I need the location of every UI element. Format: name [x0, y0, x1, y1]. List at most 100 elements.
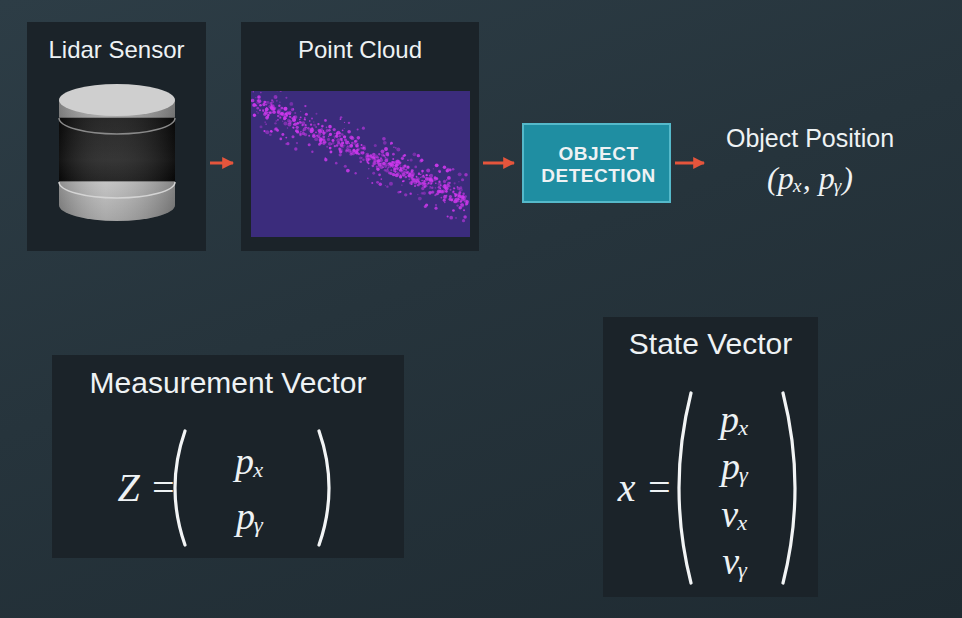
cloud-point — [376, 162, 378, 164]
cloud-point — [315, 126, 317, 128]
cloud-point — [393, 167, 396, 170]
cloud-point — [360, 160, 362, 162]
cloud-point — [456, 200, 459, 203]
cloud-point — [409, 181, 412, 184]
cloud-point — [387, 167, 389, 169]
cloud-point — [400, 168, 402, 170]
cloud-point — [341, 145, 345, 149]
cloud-point — [425, 181, 427, 183]
cloud-point — [354, 172, 356, 174]
cloud-point — [344, 165, 347, 168]
cloud-point — [355, 139, 358, 142]
cloud-point — [385, 169, 389, 173]
cloud-point — [412, 178, 416, 182]
cloud-point — [259, 109, 261, 111]
cloud-point — [388, 163, 389, 164]
cloud-point — [395, 163, 398, 166]
cloud-point — [423, 176, 425, 178]
cloud-point — [447, 182, 450, 185]
cloud-point — [431, 181, 433, 183]
sensor-panel: Lidar SensorLiDAR — [27, 22, 206, 251]
cloud-point — [357, 136, 361, 140]
cloud-point — [299, 121, 301, 123]
cloud-point — [333, 128, 336, 131]
cloud-point — [452, 168, 455, 171]
cloud-point — [384, 157, 386, 159]
cloud-point — [326, 127, 328, 129]
bracket — [175, 431, 185, 545]
cloud-point — [277, 115, 279, 117]
cloud-point — [390, 169, 392, 171]
cloud-point — [256, 100, 260, 104]
cloud-point — [349, 144, 353, 148]
cloud-point — [304, 105, 306, 107]
cloud-point — [320, 138, 321, 139]
cloud-point — [350, 136, 354, 140]
cloud-point — [378, 173, 381, 176]
cloud-point — [335, 162, 338, 165]
cloud-point — [341, 142, 344, 145]
cloud-point — [332, 139, 335, 142]
cloud-point — [332, 142, 335, 145]
cloud-point — [308, 143, 311, 146]
cloud-point — [449, 216, 453, 220]
cloud-point — [439, 181, 440, 182]
cloud-point — [417, 154, 420, 157]
cloud-point — [358, 154, 359, 155]
cloud-point — [382, 166, 384, 168]
cloud-point — [347, 145, 349, 147]
cloud-point — [375, 156, 377, 158]
cloud-point — [446, 184, 450, 188]
cloud-point — [438, 170, 441, 173]
cloud-point — [325, 132, 327, 134]
cloud-point — [358, 153, 360, 155]
cloud-point — [339, 132, 341, 134]
cloud-point — [439, 171, 441, 173]
cloud-point — [266, 101, 268, 103]
point-cloud-ground — [251, 91, 470, 237]
cloud-point — [319, 139, 323, 143]
cloud-point — [426, 174, 428, 176]
cloud-point — [267, 101, 270, 104]
cloud-point — [404, 193, 407, 196]
cloud-point — [455, 217, 457, 219]
cloud-point — [371, 156, 375, 160]
cloud-point — [282, 121, 283, 122]
cloud-point — [424, 185, 426, 187]
cloud-point — [417, 194, 418, 195]
cloud-point — [399, 191, 401, 193]
cloud-point — [440, 197, 442, 199]
cloud-point — [375, 154, 378, 157]
cloud-point — [299, 132, 301, 134]
text-slot: Object Position — [726, 124, 894, 153]
cloud-point — [440, 187, 441, 188]
cloud-point — [376, 165, 378, 167]
cloud-point — [380, 162, 382, 164]
cloud-point — [421, 180, 423, 182]
cloud-point — [253, 114, 256, 117]
cloud-point — [421, 192, 424, 195]
cloud-point — [385, 163, 388, 166]
cloud-point — [408, 175, 411, 178]
cloud-point — [270, 130, 273, 133]
cloud-point — [431, 190, 434, 193]
cloud-point — [361, 151, 364, 154]
panel-title: Measurement Vector — [90, 366, 367, 401]
cloud-point — [404, 165, 407, 168]
cloud-point — [331, 143, 332, 144]
cloud-point — [296, 126, 299, 129]
panel-title: Point Cloud — [298, 36, 422, 64]
cloud-point — [416, 181, 418, 183]
cloud-point — [379, 158, 383, 162]
lidar-top — [59, 84, 175, 116]
cloud-point — [411, 169, 414, 172]
cloud-point — [255, 97, 256, 98]
cloud-point — [340, 116, 342, 118]
cloud-point — [399, 175, 402, 178]
cloud-point — [262, 103, 265, 106]
cloud-point — [389, 165, 391, 167]
cloud-point — [421, 172, 422, 173]
cloud-point — [429, 178, 432, 181]
